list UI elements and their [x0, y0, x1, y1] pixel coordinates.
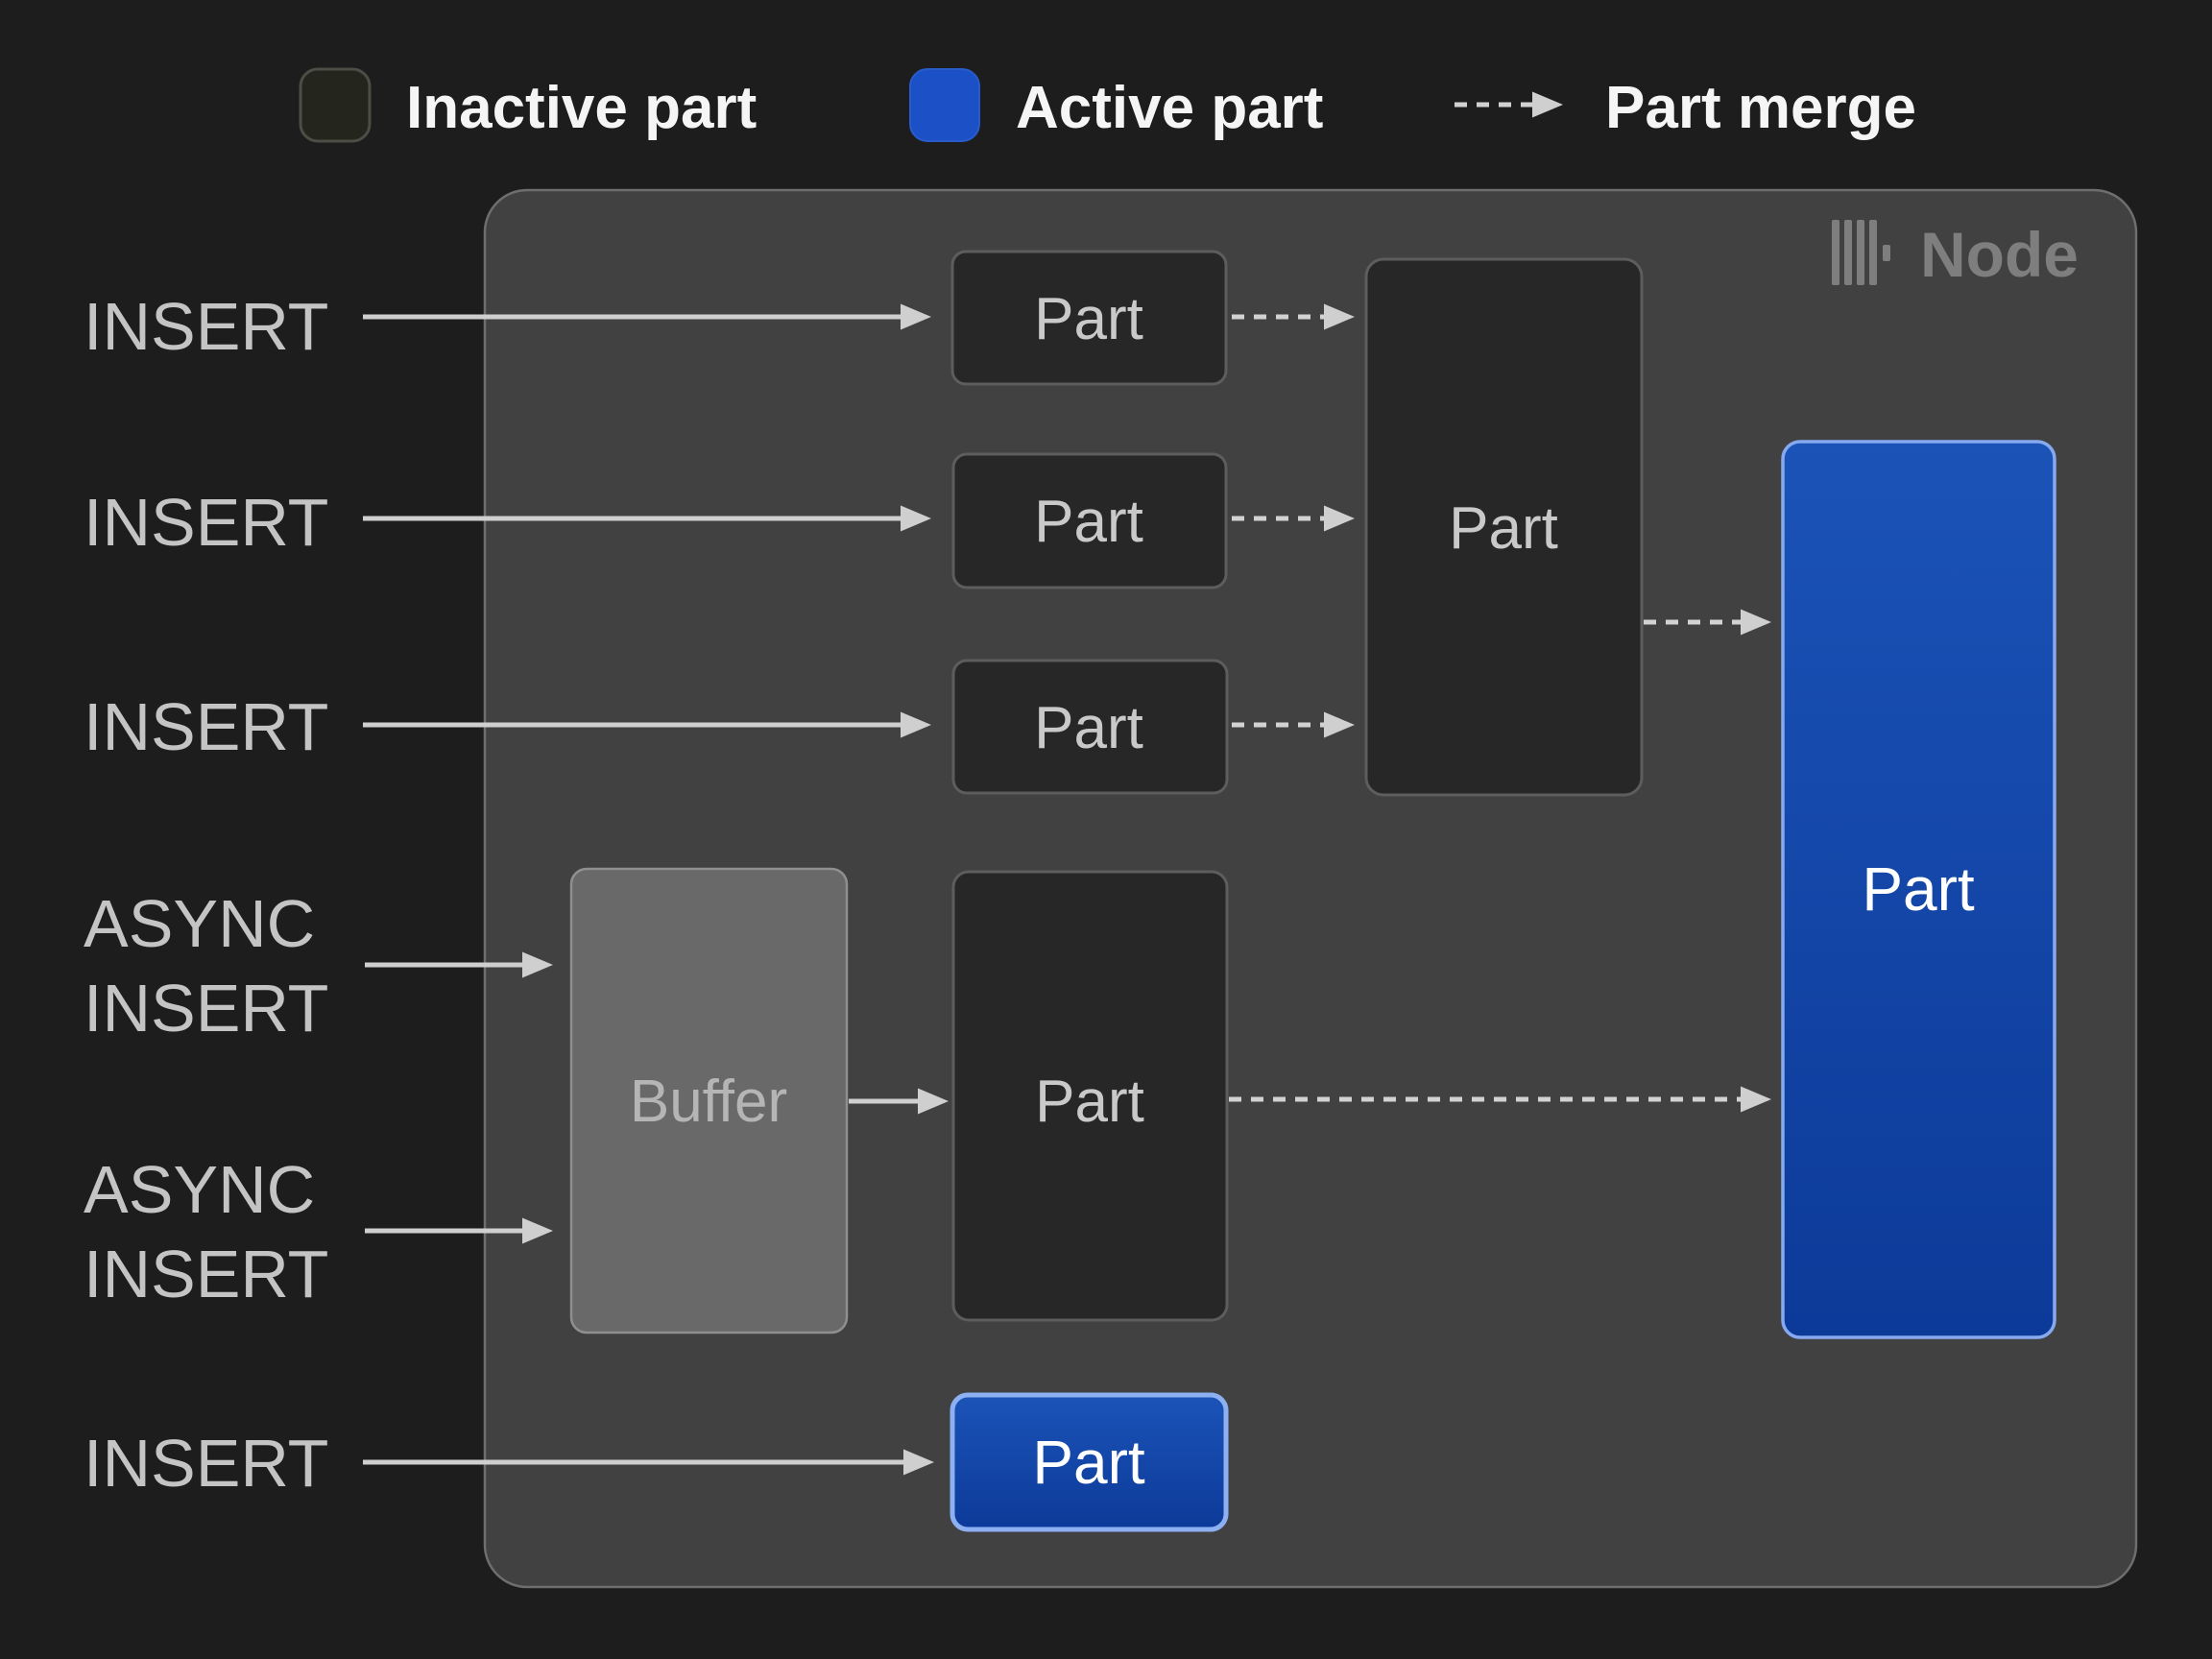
- box-active-part-large-label: Part: [1862, 854, 1975, 924]
- legend-inactive-swatch: [299, 67, 372, 143]
- clickhouse-logo-icon: [1832, 220, 1890, 285]
- box-merged-part-label: Part: [1449, 495, 1558, 562]
- label-insert-3: INSERT: [84, 689, 328, 764]
- box-part-1: Part: [950, 250, 1228, 386]
- box-buffer-label: Buffer: [630, 1069, 787, 1135]
- box-active-part-large: Part: [1781, 440, 2056, 1339]
- box-part-3-label: Part: [1034, 695, 1143, 761]
- node-label: Node: [1920, 219, 2079, 290]
- box-part-1-label: Part: [1034, 286, 1143, 352]
- box-active-part-small-label: Part: [1032, 1428, 1145, 1497]
- box-merged-part: Part: [1364, 257, 1644, 797]
- label-insert-4: INSERT: [84, 1426, 328, 1501]
- legend-active-swatch: [909, 68, 980, 142]
- box-part-3: Part: [951, 659, 1229, 795]
- legend-inactive-label: Inactive part: [406, 75, 757, 141]
- label-async-2-line2: INSERT: [84, 1237, 328, 1311]
- box-buffer-part-label: Part: [1035, 1069, 1144, 1135]
- box-part-2: Part: [951, 452, 1228, 589]
- label-insert-2: INSERT: [84, 485, 328, 560]
- legend-merge-label: Part merge: [1605, 75, 1916, 141]
- label-async-1-line2: INSERT: [84, 971, 328, 1046]
- label-async-insert-1: ASYNC INSERT: [84, 886, 328, 1046]
- box-active-part-small: Part: [950, 1392, 1229, 1532]
- box-buffer: Buffer: [569, 867, 849, 1334]
- box-buffer-part: Part: [951, 870, 1229, 1322]
- legend-active-label: Active part: [1016, 75, 1323, 141]
- legend: Inactive part Active part Part merge: [299, 67, 1916, 143]
- label-async-insert-2: ASYNC INSERT: [84, 1152, 328, 1311]
- label-insert-1: INSERT: [84, 289, 328, 364]
- label-async-1-line1: ASYNC: [84, 886, 315, 961]
- box-part-2-label: Part: [1034, 489, 1143, 555]
- node-container: [483, 188, 2138, 1589]
- label-async-2-line1: ASYNC: [84, 1152, 315, 1227]
